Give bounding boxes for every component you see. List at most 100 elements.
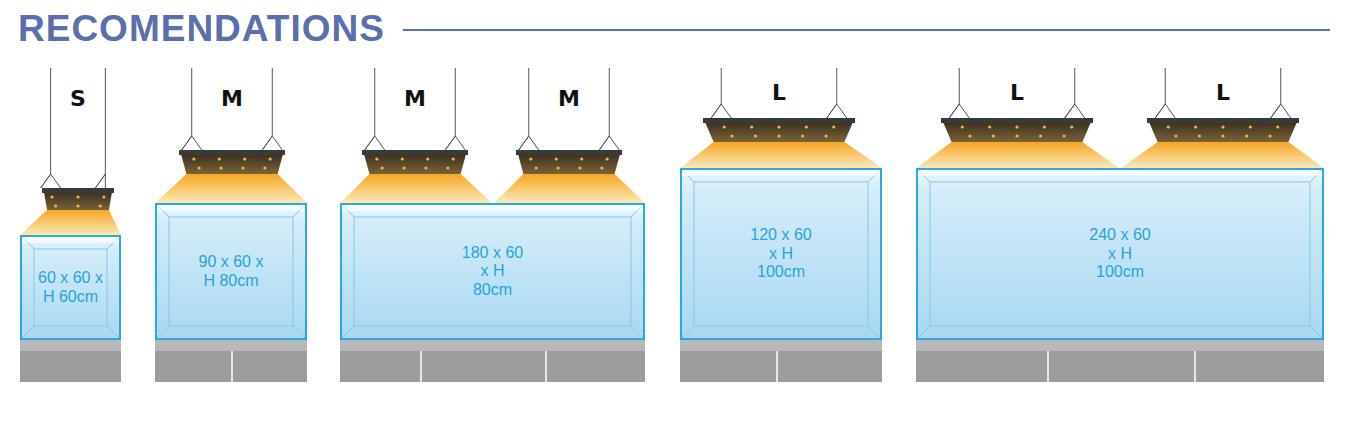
lamp-body bbox=[181, 154, 283, 174]
led-dot bbox=[606, 157, 609, 160]
page-title: RECOMENDATIONS bbox=[18, 10, 385, 47]
led-dot bbox=[424, 166, 427, 169]
cabinet-body bbox=[155, 340, 307, 382]
led-dot bbox=[381, 166, 384, 169]
glass-edge bbox=[1310, 326, 1324, 340]
aquarium-glass bbox=[340, 203, 645, 340]
hanging-wire bbox=[519, 68, 539, 150]
glass-edge bbox=[631, 326, 645, 340]
led-dot bbox=[1276, 125, 1279, 128]
aquarium-tank: 120 x 60 x H 100cm bbox=[680, 168, 882, 340]
led-dot bbox=[1174, 134, 1177, 137]
led-lamp bbox=[179, 68, 285, 174]
lamp-body bbox=[943, 122, 1091, 142]
cabinet-top bbox=[916, 340, 1324, 351]
led-dot bbox=[192, 157, 195, 160]
glass-edge bbox=[107, 326, 121, 340]
led-dot bbox=[529, 157, 532, 160]
led-dot bbox=[241, 166, 244, 169]
cabinet-door-line bbox=[231, 351, 233, 382]
hanging-wire bbox=[827, 68, 847, 118]
glass-edge bbox=[680, 326, 694, 340]
led-dot bbox=[1269, 134, 1272, 137]
led-dot bbox=[218, 157, 221, 160]
led-dot bbox=[1015, 134, 1018, 137]
lamp-body bbox=[364, 154, 466, 174]
water bbox=[916, 168, 1324, 340]
led-dot bbox=[968, 134, 971, 137]
lamp-body bbox=[518, 154, 620, 174]
hanging-wire bbox=[365, 68, 385, 150]
light-cone bbox=[494, 174, 645, 203]
cabinet-door-line bbox=[545, 351, 547, 382]
lamp-size-label: S bbox=[70, 88, 86, 110]
led-dot bbox=[1015, 125, 1018, 128]
cabinet-top bbox=[340, 340, 645, 351]
led-dot bbox=[99, 204, 102, 207]
aquarium-glass bbox=[20, 235, 121, 340]
cabinet-top bbox=[20, 340, 121, 351]
lamp-size-label: M bbox=[558, 88, 580, 110]
cabinet-stand bbox=[680, 340, 882, 382]
led-dot bbox=[805, 125, 808, 128]
cabinet-body bbox=[916, 340, 1324, 382]
led-dot bbox=[219, 166, 222, 169]
led-dot bbox=[723, 125, 726, 128]
led-dot bbox=[50, 195, 53, 198]
hanging-wire bbox=[182, 68, 202, 150]
lamp-size-label: M bbox=[221, 88, 243, 110]
tank-dimensions: 60 x 60 x H 60cm bbox=[37, 269, 104, 306]
led-lamp bbox=[941, 68, 1093, 142]
led-dot bbox=[243, 157, 246, 160]
water bbox=[680, 168, 882, 340]
hanging-wire bbox=[711, 68, 731, 118]
led-dot bbox=[832, 125, 835, 128]
aquarium-glass bbox=[155, 203, 307, 340]
cabinet-stand bbox=[916, 340, 1324, 382]
lamp-top-bar bbox=[941, 118, 1093, 123]
lamp-size-label: L bbox=[1216, 82, 1230, 104]
lamp-body bbox=[44, 192, 112, 210]
title-rule bbox=[403, 29, 1330, 31]
led-lamp bbox=[516, 68, 622, 174]
lamp-size-label: L bbox=[772, 82, 786, 104]
lamp-size-label: M bbox=[404, 88, 426, 110]
aquarium-tank: 240 x 60 x H 100cm bbox=[916, 168, 1324, 340]
led-dot bbox=[580, 157, 583, 160]
hanging-wire bbox=[262, 68, 282, 150]
aquarium-glass bbox=[680, 168, 882, 340]
water bbox=[340, 203, 645, 340]
led-dot bbox=[1249, 125, 1252, 128]
led-dot bbox=[1039, 134, 1042, 137]
back-glass bbox=[34, 249, 107, 326]
lamp-body bbox=[705, 122, 853, 142]
led-dot bbox=[578, 166, 581, 169]
led-dot bbox=[102, 195, 105, 198]
back-glass bbox=[930, 182, 1310, 326]
hanging-wire bbox=[599, 68, 619, 150]
led-dot bbox=[750, 125, 753, 128]
led-dot bbox=[1221, 134, 1224, 137]
led-dot bbox=[76, 195, 79, 198]
led-dot bbox=[555, 157, 558, 160]
led-dot bbox=[754, 134, 757, 137]
cabinet-door-line bbox=[1194, 351, 1196, 382]
cabinet-door-line bbox=[1047, 351, 1049, 382]
led-dot bbox=[402, 166, 405, 169]
tank-dimensions: 180 x 60 x H 80cm bbox=[459, 244, 526, 299]
led-dot bbox=[777, 125, 780, 128]
led-dot bbox=[401, 157, 404, 160]
led-dot bbox=[76, 204, 79, 207]
lamp-top-bar bbox=[362, 150, 468, 155]
aquarium-tank: 60 x 60 x H 60cm bbox=[20, 235, 121, 340]
tank-dimensions: 90 x 60 x H 80cm bbox=[198, 253, 265, 290]
cabinet-body bbox=[680, 340, 882, 382]
cabinet-body bbox=[20, 340, 121, 382]
cabinet-stand bbox=[155, 340, 307, 382]
light-cone bbox=[1121, 142, 1324, 168]
led-dot bbox=[269, 157, 272, 160]
led-dot bbox=[825, 134, 828, 137]
cabinet-door-line bbox=[420, 351, 422, 382]
led-dot bbox=[600, 166, 603, 169]
hanging-wire bbox=[41, 68, 61, 188]
